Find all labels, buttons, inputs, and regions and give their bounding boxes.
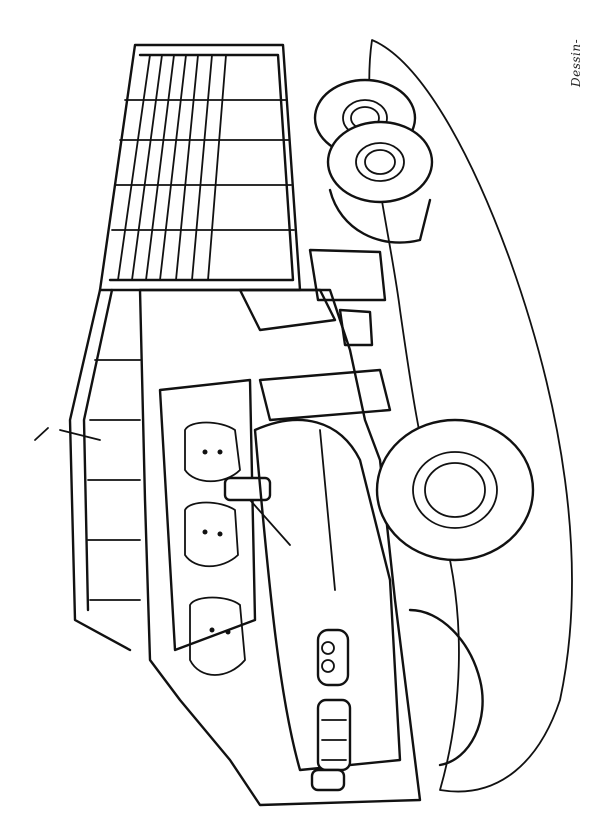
cargo-bed <box>34 43 302 652</box>
watermark-text: Dessin-Online.com <box>569 26 600 100</box>
cab <box>138 248 422 807</box>
ground-shadow <box>368 39 573 793</box>
grille <box>310 628 352 792</box>
rear-wheels <box>313 78 434 244</box>
front-wheel <box>375 418 535 767</box>
cats-in-window <box>184 421 246 676</box>
hood <box>253 418 402 772</box>
